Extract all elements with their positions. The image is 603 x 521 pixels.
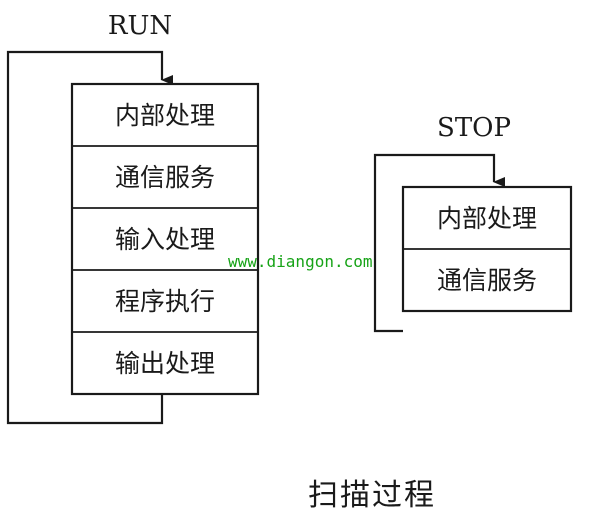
watermark-text: www.diangon.com	[228, 252, 373, 271]
run-step-3: 输入处理	[115, 225, 215, 254]
run-step-2: 通信服务	[115, 163, 215, 192]
stop-step-2: 通信服务	[437, 266, 537, 295]
run-stack-frame	[70, 82, 260, 396]
run-step-5: 输出处理	[115, 349, 215, 378]
stop-label: STOP	[437, 113, 511, 143]
run-label: RUN	[108, 11, 172, 41]
run-loop-line	[6, 50, 173, 425]
stop-step-1: 内部处理	[437, 204, 537, 233]
run-step-4: 程序执行	[115, 287, 215, 316]
diagram-caption: 扫描过程	[308, 478, 436, 513]
stop-loop-line	[373, 153, 505, 333]
run-step-1: 内部处理	[115, 101, 215, 130]
